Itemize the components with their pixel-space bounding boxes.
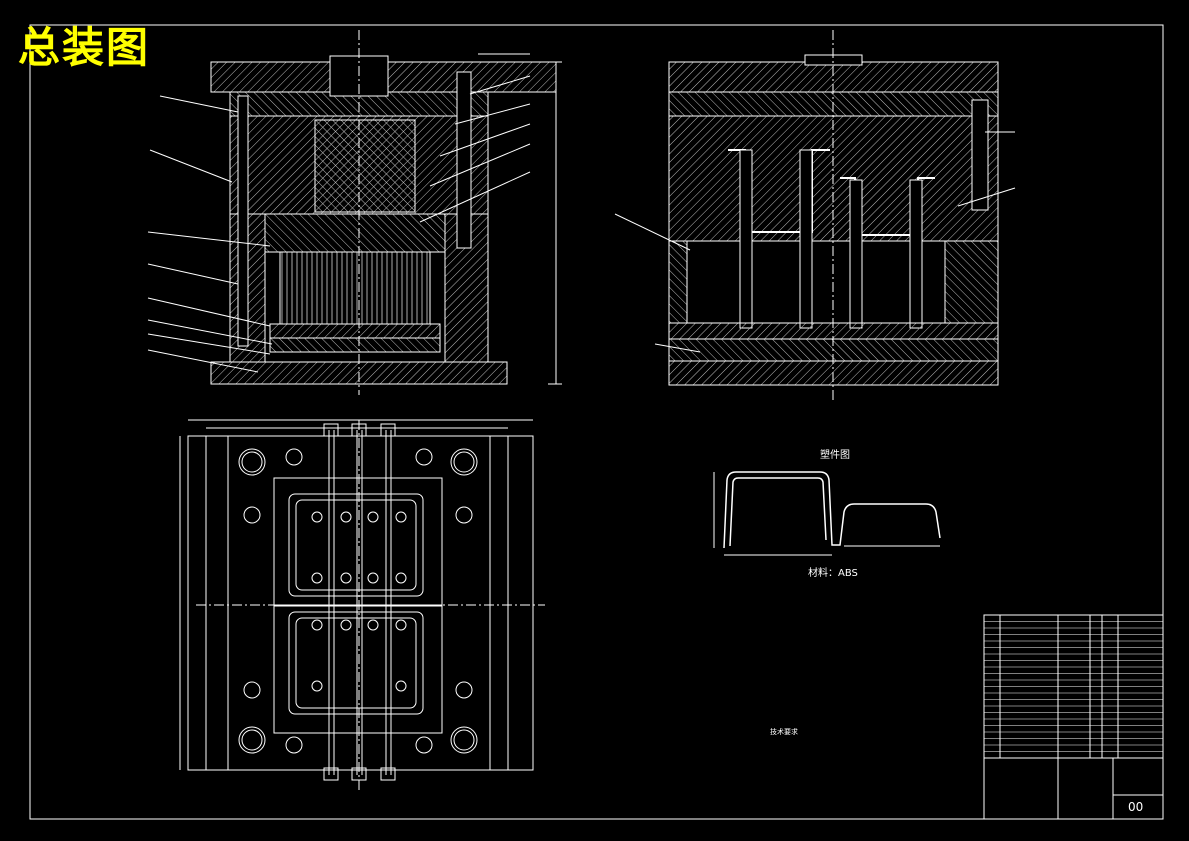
outer-border (29, 24, 1164, 820)
title-block (983, 614, 1164, 820)
technical-requirements-heading: 技术要求 (770, 728, 798, 736)
part-view-heading: 塑件图 (820, 450, 850, 461)
part-view (713, 471, 941, 556)
part-material-label: 材料：ABS (808, 568, 858, 579)
front-section-view (147, 30, 562, 395)
plan-view (179, 419, 545, 790)
bom-rows (984, 621, 1163, 752)
side-section-view (614, 30, 1016, 400)
drawing-number: 00 (1128, 800, 1144, 814)
drawing-title: 总装图 (18, 23, 151, 72)
